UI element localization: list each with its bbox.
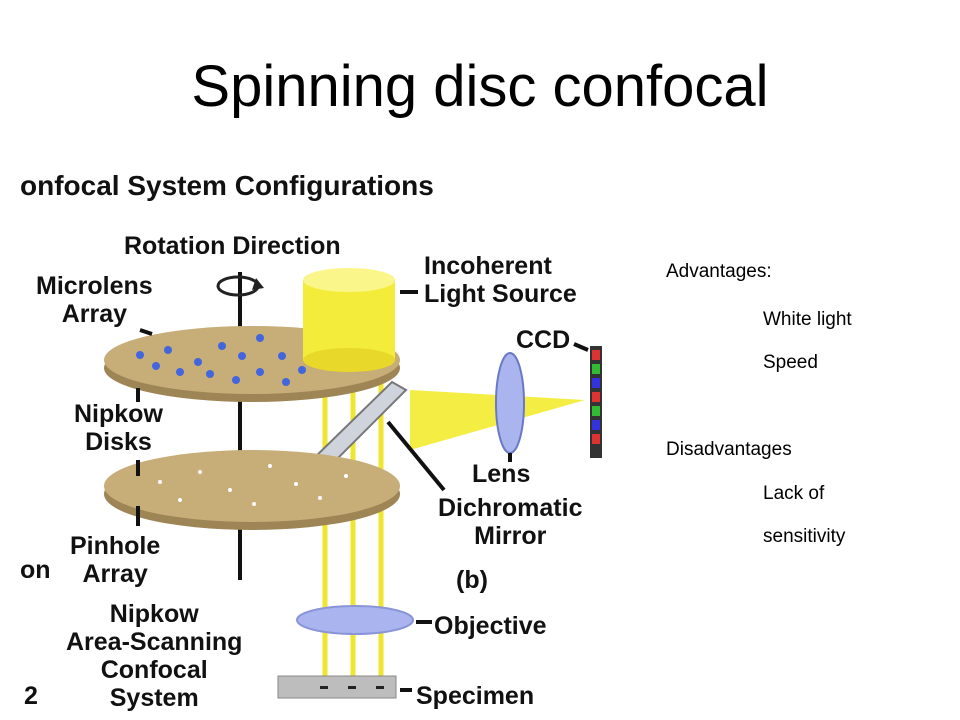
panel-b-label: (b) bbox=[456, 566, 488, 594]
edge-fragment-2: 2 bbox=[24, 682, 38, 710]
advantage-speed: Speed bbox=[763, 352, 818, 373]
objective-label: Objective bbox=[434, 612, 547, 640]
nipkow-system-label: Nipkow Area-Scanning Confocal System bbox=[66, 600, 243, 712]
ccd-label: CCD bbox=[516, 326, 571, 354]
light-source-bottom bbox=[303, 348, 395, 372]
lens-element bbox=[495, 352, 525, 454]
diagram-graphics bbox=[104, 268, 602, 699]
light-source-top bbox=[303, 268, 395, 292]
ccd-pixels bbox=[592, 350, 600, 444]
dichromatic-mirror-label: Dichromatic Mirror bbox=[438, 494, 583, 550]
specimen-slide bbox=[277, 675, 397, 699]
specimen-label: Specimen bbox=[416, 682, 535, 710]
disadvantage-line-2: sensitivity bbox=[763, 526, 846, 547]
nipkow-disks-label: Nipkow Disks bbox=[74, 400, 163, 456]
leader-lines bbox=[136, 290, 589, 692]
microlenses bbox=[136, 334, 329, 386]
confocal-diagram: onfocal System Configurations Rotation D… bbox=[20, 160, 620, 720]
advantages-heading: Advantages: bbox=[666, 261, 772, 282]
pinholes bbox=[158, 464, 348, 506]
rotation-direction-label: Rotation Direction bbox=[124, 232, 341, 260]
pinhole-array-label: Pinhole Array bbox=[70, 532, 161, 588]
slide-title: Spinning disc confocal bbox=[191, 54, 769, 119]
light-source-body bbox=[303, 280, 395, 360]
objective-lens bbox=[296, 605, 414, 635]
pinhole-disc bbox=[104, 450, 400, 522]
light-source-label: Incoherent Light Source bbox=[424, 252, 577, 308]
diagram-heading: onfocal System Configurations bbox=[20, 170, 434, 201]
advantage-white-light: White light bbox=[763, 309, 852, 330]
edge-fragment-on: on bbox=[20, 556, 51, 584]
lens-label: Lens bbox=[472, 460, 531, 488]
disadvantage-line-1: Lack of bbox=[763, 483, 825, 504]
disadvantages-heading: Disadvantages bbox=[666, 439, 792, 460]
microlens-array-label: Microlens Array bbox=[36, 272, 153, 328]
